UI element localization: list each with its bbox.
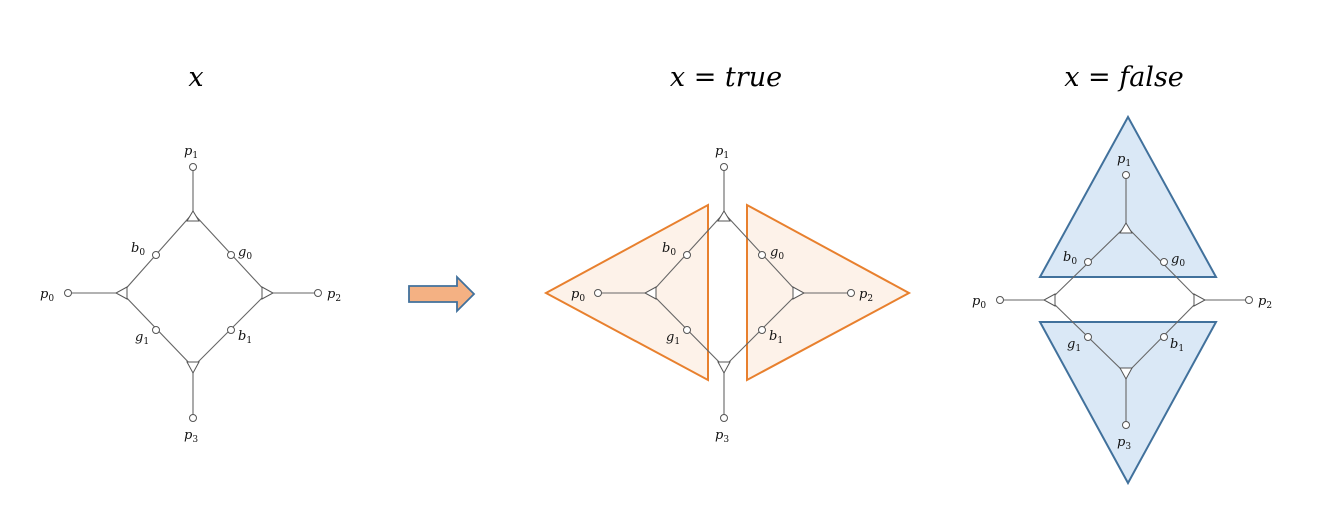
node-right	[261, 286, 275, 300]
node-right	[1193, 293, 1207, 307]
label-p1: p1	[184, 144, 198, 161]
diagram-false: p1 p0 p2 p3 b0 g0 g1 b1	[972, 114, 1272, 486]
node-bottom	[186, 361, 200, 375]
port-b1	[227, 326, 235, 334]
label-g1: g1	[666, 330, 680, 347]
diagram-true: p1 p0 p2 p3 b0 g0 g1 b1	[543, 144, 912, 445]
port-b1	[1160, 333, 1168, 341]
port-b1	[758, 326, 766, 334]
port-p0	[64, 289, 72, 297]
label-g0: g0	[238, 245, 252, 262]
label-b0: b0	[662, 241, 676, 258]
label-p3: p3	[715, 428, 729, 445]
label-p3: p3	[1117, 435, 1131, 452]
port-p2	[314, 289, 322, 297]
port-p3	[1122, 421, 1130, 429]
port-p1	[720, 163, 728, 171]
node-bottom	[1119, 367, 1133, 381]
port-g1	[1084, 333, 1092, 341]
port-p3	[720, 414, 728, 422]
false-top-triangle	[1038, 114, 1218, 278]
node-top	[1119, 222, 1133, 234]
port-p2	[847, 289, 855, 297]
label-p2: p2	[859, 287, 873, 304]
heading-x-true: x = true	[670, 62, 782, 93]
label-g1: g1	[1067, 337, 1081, 354]
label-b0: b0	[1063, 250, 1077, 267]
port-g1	[152, 326, 160, 334]
port-p0	[594, 289, 602, 297]
wire	[68, 165, 194, 294]
label-p0: p0	[40, 287, 54, 304]
heading-x-false: x = false	[1064, 62, 1184, 93]
label-b0: b0	[131, 241, 145, 258]
label-g0: g0	[1171, 252, 1185, 269]
label-p0: p0	[571, 287, 585, 304]
wire	[192, 212, 318, 294]
right-arrow-icon	[408, 274, 476, 314]
node-left	[643, 286, 657, 300]
node-top	[717, 210, 731, 222]
label-p2: p2	[1258, 294, 1272, 311]
label-b1: b1	[238, 329, 252, 346]
port-p3	[189, 414, 197, 422]
node-left	[1042, 293, 1056, 307]
label-b1: b1	[769, 329, 783, 346]
node-left	[114, 286, 128, 300]
label-p3: p3	[184, 428, 198, 445]
port-g1	[683, 326, 691, 334]
label-p1: p1	[1117, 152, 1131, 169]
label-g1: g1	[135, 330, 149, 347]
port-b0	[1084, 258, 1092, 266]
diagram-original: p1 p0 p2 p3 b0 g0 g1 b1	[40, 144, 341, 445]
label-g0: g0	[770, 245, 784, 262]
port-g0	[758, 251, 766, 259]
wire	[121, 292, 194, 418]
label-b1: b1	[1170, 337, 1184, 354]
port-p1	[189, 163, 197, 171]
node-bottom	[717, 361, 731, 375]
node-right	[792, 286, 806, 300]
port-p2	[1245, 296, 1253, 304]
port-b0	[152, 251, 160, 259]
port-g0	[1160, 258, 1168, 266]
false-bottom-triangle	[1038, 321, 1218, 486]
label-p1: p1	[715, 144, 729, 161]
port-b0	[683, 251, 691, 259]
heading-x: x	[188, 62, 203, 93]
label-p0: p0	[972, 294, 986, 311]
label-p2: p2	[327, 287, 341, 304]
node-top	[186, 210, 200, 222]
port-p1	[1122, 171, 1130, 179]
port-g0	[227, 251, 235, 259]
port-p0	[996, 296, 1004, 304]
